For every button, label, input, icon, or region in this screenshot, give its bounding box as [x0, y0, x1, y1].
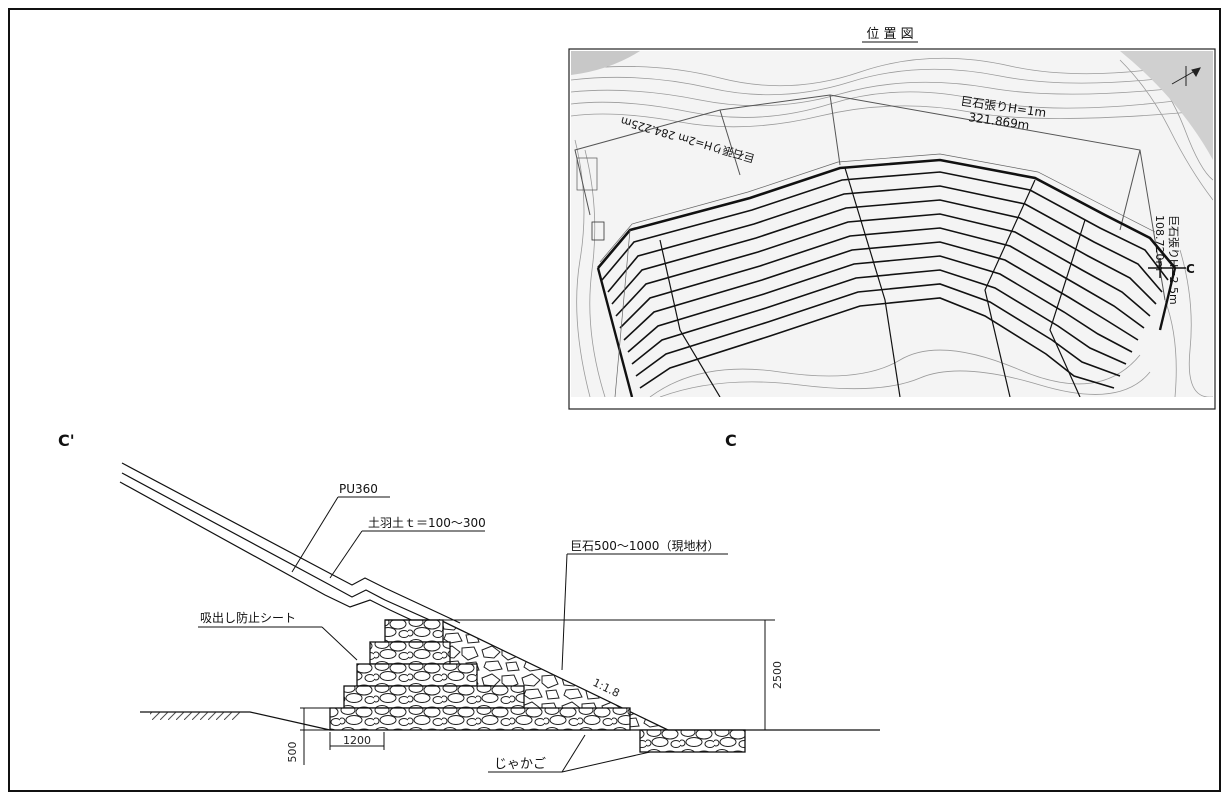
- topsoil-label: 土羽土ｔ＝100～300: [368, 516, 486, 530]
- pu360-label: PU360: [339, 482, 378, 496]
- width-dimension-label: 1200: [343, 734, 371, 747]
- step-dimension: [300, 707, 344, 765]
- section-marker-label: C: [1186, 262, 1195, 276]
- step-dimension-label: 500: [286, 742, 299, 763]
- height-dimension: [440, 619, 775, 731]
- section-cut-marker: C: [1148, 258, 1195, 278]
- height-dimension-label: 2500: [771, 661, 784, 689]
- sheet-label: 吸出し防止シート: [200, 610, 296, 625]
- gabion-label: じゃかご: [494, 756, 546, 772]
- north-arrow-icon: [1171, 66, 1201, 86]
- location-map-title: 位 置 図: [866, 27, 913, 42]
- boulder-h25-label: 巨石張りH=2.5m: [1167, 215, 1180, 305]
- location-map: 位 置 図: [568, 27, 1216, 410]
- map-background: [571, 51, 1213, 397]
- gabion-steps: [329, 619, 746, 753]
- cross-section: C' C: [58, 431, 880, 773]
- boulder-label: 巨石500～1000（現地材）: [570, 539, 719, 553]
- section-right-mark: C: [725, 431, 737, 450]
- width-dimension: [329, 732, 385, 750]
- terrain-contours: C: [571, 51, 1213, 397]
- section-left-mark: C': [58, 431, 75, 450]
- boulder-h25-length: 108.720m: [1153, 215, 1166, 271]
